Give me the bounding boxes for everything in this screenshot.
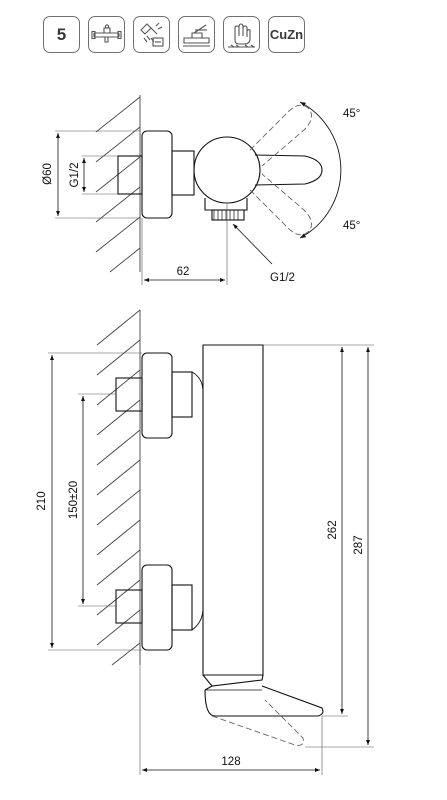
angle-down-label: 45° <box>343 220 360 232</box>
easy-clean-badge <box>223 16 260 53</box>
height-total-label: 210 <box>36 491 48 510</box>
projection-label: 128 <box>221 756 240 768</box>
outlet-leader <box>232 223 273 265</box>
diameter-label: Ø60 <box>42 163 54 185</box>
top-escutcheon <box>141 130 173 219</box>
upper-inlet-pipe <box>115 377 143 412</box>
warranty-years-text: 5 <box>56 24 67 44</box>
wall-mount-mixer-badge <box>88 16 125 53</box>
upper-escutcheon <box>141 352 173 439</box>
water-saving-icon <box>140 22 164 47</box>
easy-clean-icon <box>228 23 255 48</box>
lower-connector <box>171 584 193 631</box>
depth-label: 62 <box>177 266 190 278</box>
upper-connector <box>171 371 193 418</box>
warranty-badge: 5 <box>43 16 80 53</box>
rotation-arc <box>299 101 342 239</box>
side-wall-hatching <box>96 309 141 666</box>
body-height-label: 262 <box>327 520 339 539</box>
lower-inlet-pipe <box>115 589 143 624</box>
thread-label-left: G1/2 <box>69 163 81 188</box>
spacing-label: 150±20 <box>68 481 80 519</box>
top-body <box>193 136 261 204</box>
top-view <box>55 95 342 285</box>
material-text: CuZn <box>269 27 304 42</box>
top-lever <box>254 154 323 186</box>
brass-material-badge: CuZn <box>268 16 305 53</box>
side-view <box>48 309 374 775</box>
wall-mount-mixer-icon <box>91 24 122 43</box>
lower-escutcheon <box>141 564 173 651</box>
thread-label-outlet: G1/2 <box>270 272 295 284</box>
top-wall-hatching <box>95 95 141 273</box>
lever-rotation-ghost <box>249 104 313 236</box>
top-connector <box>171 150 195 196</box>
single-lever-badge <box>178 16 215 53</box>
mixer-body <box>202 344 264 676</box>
angle-up-label: 45° <box>343 108 360 120</box>
top-outlet-thread <box>211 209 245 221</box>
water-saving-badge <box>133 16 170 53</box>
overall-height-label: 287 <box>353 535 365 554</box>
feature-badges: 5 <box>43 16 305 55</box>
side-lever <box>202 674 324 717</box>
side-lever-ghost <box>211 699 304 746</box>
single-lever-icon <box>183 24 210 47</box>
